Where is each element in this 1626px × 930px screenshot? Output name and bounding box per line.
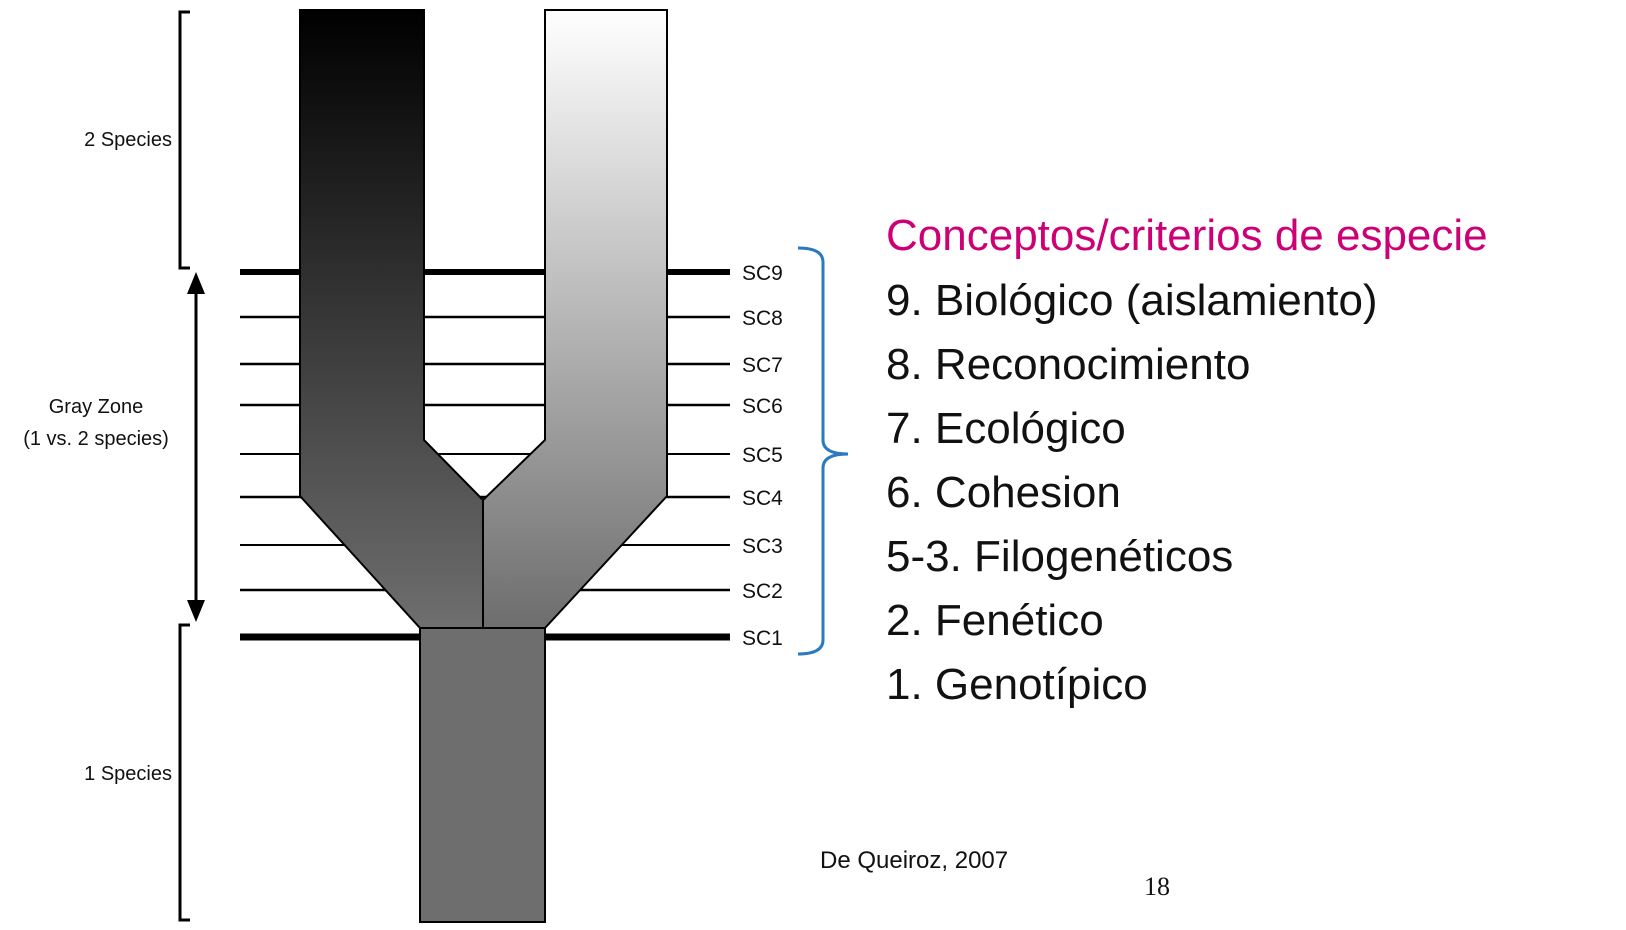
sc-label: SC6 <box>742 395 783 418</box>
sc-label: SC4 <box>742 487 783 510</box>
page-number: 18 <box>1144 872 1170 901</box>
zone-label-gray-zone: Gray Zone <box>49 396 143 418</box>
zone-label-gray-zone-sub: (1 vs. 2 species) <box>23 428 169 450</box>
sc-labels: SC9 SC8 SC7 SC6 SC5 SC4 SC3 SC2 SC1 <box>742 262 783 650</box>
bracket-two-species <box>178 10 190 270</box>
zone-label-two-species: 2 Species <box>84 129 172 151</box>
criteria-item: 1. Genotípico <box>886 660 1148 709</box>
source-credit: De Queiroz, 2007 <box>820 847 1008 874</box>
arrow-down-icon <box>187 600 205 622</box>
stem-lineage <box>419 619 546 923</box>
sc-label: SC1 <box>742 627 783 650</box>
arrow-up-icon <box>187 272 205 294</box>
criteria-item: 9. Biológico (aislamiento) <box>886 276 1378 325</box>
criteria-item: 7. Ecológico <box>886 404 1126 453</box>
criteria-title: Conceptos/criterios de especie <box>886 211 1488 260</box>
criteria-item: 8. Reconocimiento <box>886 340 1250 389</box>
criteria-item: 6. Cohesion <box>886 468 1121 517</box>
sc-label: SC8 <box>742 307 783 330</box>
sc-label: SC3 <box>742 535 783 558</box>
sc-label: SC7 <box>742 354 783 377</box>
criteria-item: 2. Fenético <box>886 596 1104 645</box>
criteria-item: 5-3. Filogenéticos <box>886 532 1233 581</box>
zone-label-one-species: 1 Species <box>84 763 172 785</box>
sc-label: SC5 <box>742 444 783 467</box>
bracket-one-species <box>178 623 190 922</box>
right-lineage <box>482 9 668 629</box>
left-lineage <box>299 9 484 629</box>
criteria-brace <box>797 246 849 656</box>
sc-label: SC9 <box>742 262 783 285</box>
sc-label: SC2 <box>742 580 783 603</box>
